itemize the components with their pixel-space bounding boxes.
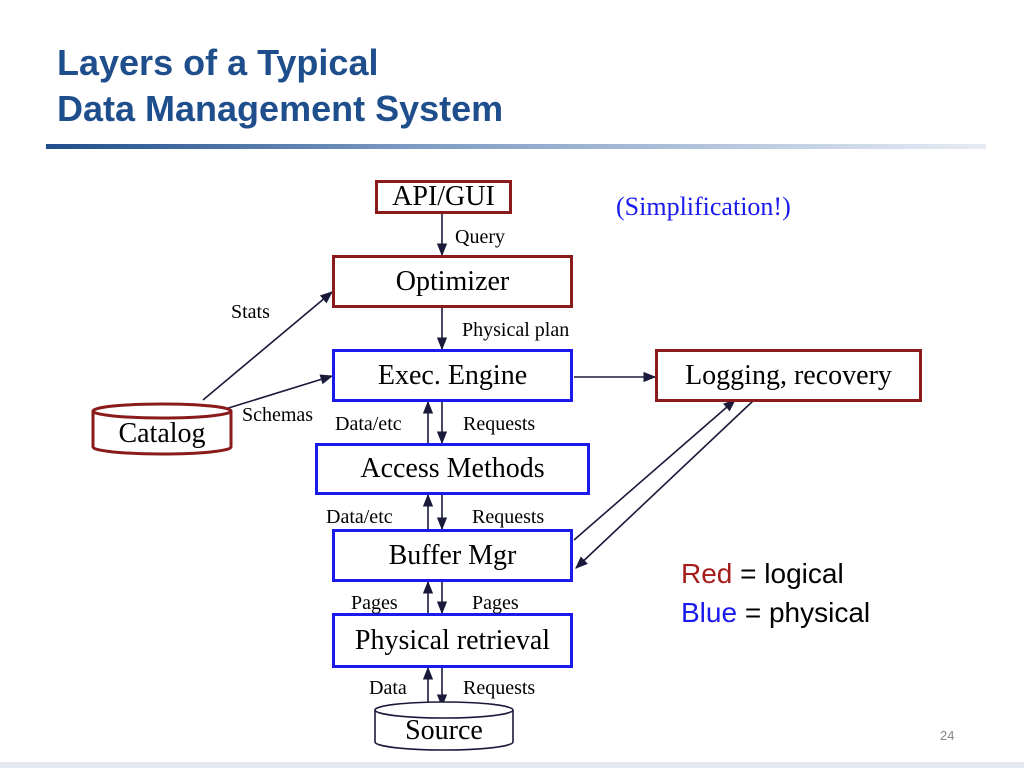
legend-physical: Blue = physical <box>681 597 870 629</box>
buffer-mgr-box: Buffer Mgr <box>332 529 573 582</box>
access-methods-box: Access Methods <box>315 443 590 495</box>
source-label: Source <box>405 715 483 746</box>
footer-band <box>0 762 1024 768</box>
stats-label: Stats <box>231 301 270 323</box>
legend-red-word: Red <box>681 558 733 589</box>
exec-data-label: Data/etc <box>335 413 402 435</box>
query-label: Query <box>455 226 505 248</box>
catalog-cylinder <box>91 402 233 456</box>
arrow-stats <box>202 291 333 401</box>
pages-up-label: Pages <box>351 592 398 614</box>
legend-blue-meaning: = physical <box>737 597 871 628</box>
data-label: Data <box>369 677 407 699</box>
arrow-schemas <box>221 374 334 411</box>
physical-retrieval-box: Physical retrieval <box>332 613 573 668</box>
legend-blue-word: Blue <box>681 597 738 628</box>
simplification-note: (Simplification!) <box>616 192 791 221</box>
access-data-label: Data/etc <box>326 506 393 528</box>
access-requests-label: Requests <box>472 506 545 528</box>
title-line-1: Layers of a Typical <box>57 42 379 83</box>
legend-logical: Red = logical <box>681 558 844 590</box>
arrow-logging-buffer <box>575 399 755 569</box>
api-gui-box: API/GUI <box>375 180 512 214</box>
optimizer-box: Optimizer <box>332 255 573 308</box>
pages-down-label: Pages <box>472 592 519 614</box>
schemas-label: Schemas <box>242 404 314 426</box>
physical-plan-label: Physical plan <box>462 319 570 341</box>
requests-label: Requests <box>463 677 536 699</box>
exec-engine-box: Exec. Engine <box>332 349 573 402</box>
logging-recovery-box: Logging, recovery <box>655 349 922 402</box>
page-number: 24 <box>940 728 955 743</box>
page-title: Layers of a Typical Data Management Syst… <box>57 40 503 132</box>
exec-requests-label: Requests <box>463 413 536 435</box>
arrow-buffer-logging <box>573 399 736 541</box>
source-cylinder <box>374 701 514 751</box>
title-divider <box>46 144 986 149</box>
legend-red-meaning: = logical <box>732 558 844 589</box>
title-line-2: Data Management System <box>57 88 504 129</box>
catalog-label: Catalog <box>118 418 206 449</box>
